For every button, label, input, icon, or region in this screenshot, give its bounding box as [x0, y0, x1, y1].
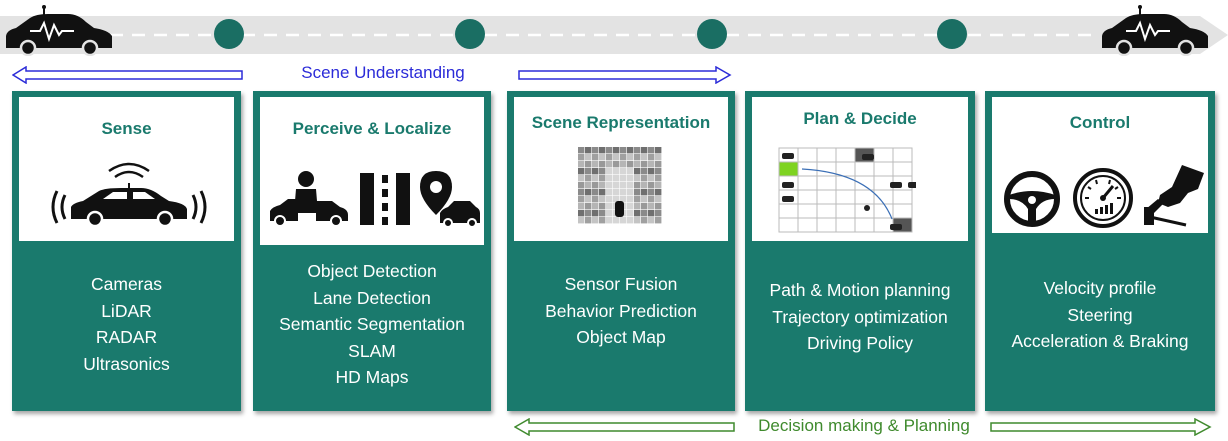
stage-item: Acceleration & Braking: [1011, 331, 1189, 351]
stage-item: Ultrasonics: [83, 353, 170, 374]
stage-item: HD Maps: [335, 367, 409, 387]
milestone-dot: [697, 19, 727, 49]
car-pedestrian-icon: [270, 171, 348, 227]
stage-item: SLAM: [348, 340, 396, 361]
stage-items: Path & Motion planning Trajectory optimi…: [745, 277, 975, 357]
stage-item: Driving Policy: [807, 333, 913, 353]
stage-title: Scene Representation: [531, 113, 711, 132]
start-car-icon: [6, 5, 112, 56]
stage-card: Perceive & Localize: [260, 97, 484, 245]
scene-understanding-label: Scene Understanding: [301, 63, 465, 82]
planning-grid-icon: [778, 147, 916, 233]
stage-item: Cameras: [91, 274, 162, 294]
stage-item: Steering: [1067, 304, 1133, 325]
stage-item: Semantic Segmentation: [279, 314, 465, 334]
stage-item: LiDAR: [101, 300, 152, 321]
stage-items: Sensor Fusion Behavior Prediction Object…: [507, 271, 735, 351]
stage-item: Behavior Prediction: [545, 300, 697, 321]
stage-item: Sensor Fusion: [564, 274, 678, 294]
stage-card: Scene Representation: [514, 97, 728, 241]
lane-icon: [360, 173, 410, 225]
stage-items: Velocity profile Steering Acceleration &…: [985, 275, 1215, 355]
stage-panel-control: Control: [985, 91, 1215, 411]
stage-card: Sense: [19, 97, 234, 241]
stage-title: Control: [1069, 113, 1131, 132]
stage-item: RADAR: [95, 327, 158, 347]
stage-item: Lane Detection: [313, 287, 431, 308]
speedometer-icon: [1073, 168, 1133, 228]
decision-left-arrow: [514, 418, 735, 436]
milestone-dot: [937, 19, 967, 49]
stage-item: Trajectory optimization: [772, 306, 948, 327]
decision-right-arrow: [990, 418, 1212, 436]
steering-wheel-icon: [1004, 171, 1060, 227]
pedal-icon: [1144, 165, 1204, 227]
occupancy-grid-icon: [578, 147, 662, 224]
road-strip: [0, 16, 1228, 54]
stage-panel-sense: Sense Cameras LiDAR RADAR Ultrasonics: [12, 91, 241, 411]
stage-panel-plan-decide: Plan & Decide Path & Motion planning Tra…: [745, 91, 975, 411]
stage-item: Velocity profile: [1043, 278, 1157, 298]
scene-understanding-left-arrow: [12, 66, 243, 84]
stage-panel-scene-representation: Scene Representation Sensor Fusion Behav…: [507, 91, 735, 411]
stage-card: Control: [992, 97, 1208, 233]
stage-title: Sense: [101, 119, 152, 138]
stage-item: Object Detection: [307, 261, 437, 281]
stage-panel-perceive: Perceive & Localize Object Detection: [253, 91, 491, 411]
car-sensor-waves-icon: [51, 162, 207, 227]
stage-title: Perceive & Localize: [292, 119, 452, 138]
decision-making-label: Decision making & Planning: [758, 416, 970, 435]
end-car-icon: [1102, 5, 1208, 56]
stage-items: Cameras LiDAR RADAR Ultrasonics: [12, 271, 241, 377]
stage-items: Object Detection Lane Detection Semantic…: [253, 258, 491, 391]
stage-card: Plan & Decide: [752, 97, 968, 241]
stage-item: Path & Motion planning: [769, 280, 951, 300]
milestone-dot: [455, 19, 485, 49]
stage-title: Plan & Decide: [803, 109, 917, 128]
milestone-dot: [214, 19, 244, 49]
scene-understanding-right-arrow: [518, 66, 732, 84]
stage-item: Object Map: [576, 327, 666, 347]
map-pin-car-icon: [420, 171, 480, 228]
